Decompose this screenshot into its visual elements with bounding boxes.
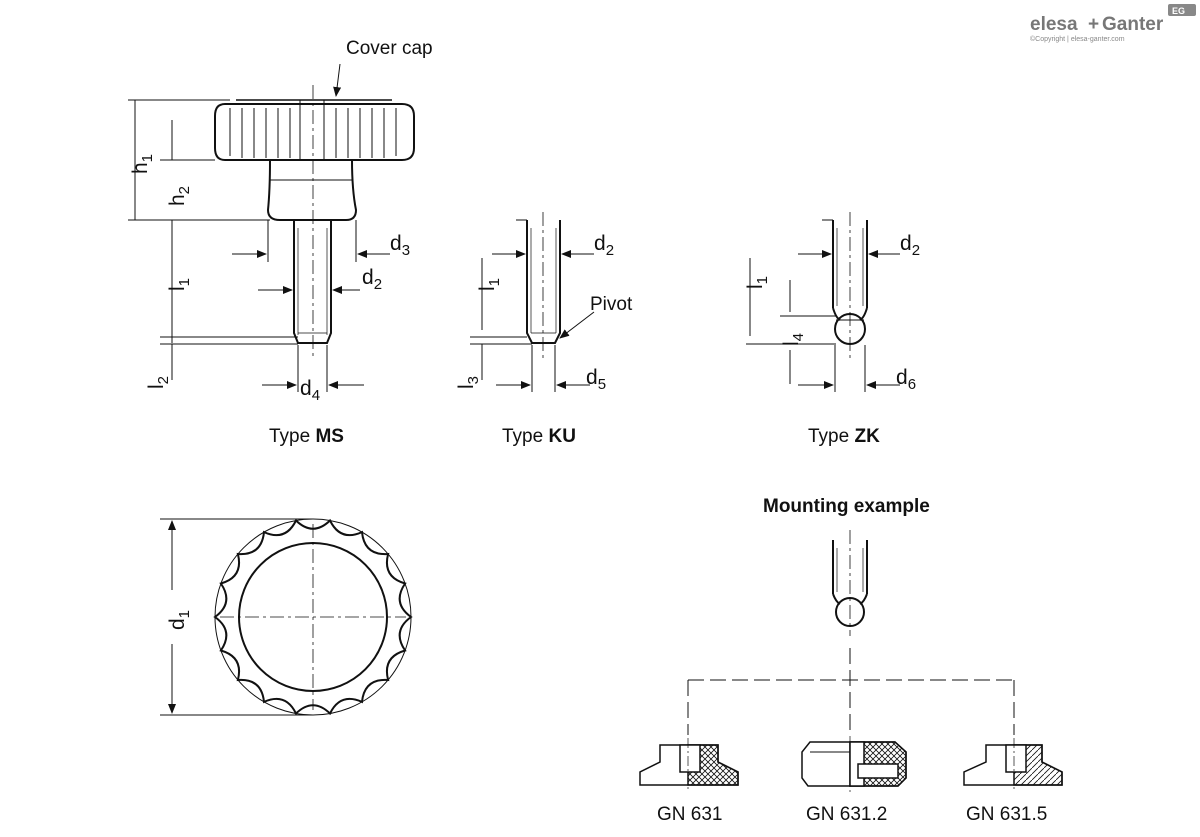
mounting-pin <box>832 530 868 636</box>
dim-h1: h1 <box>129 154 156 174</box>
mounting-connector-lines <box>687 648 1015 735</box>
dim-d3: d3 <box>390 232 410 259</box>
gn-631-2-label: GN 631.2 <box>806 804 887 825</box>
knob-details <box>229 85 397 360</box>
dim-d4: d4 <box>300 377 320 404</box>
ms-dimension-labels: Cover cap h1 h2 l1 l2 d3 d2 d4 <box>129 38 433 404</box>
corner-badge-icon <box>1168 4 1196 16</box>
dim-l1-ms: l1 <box>166 278 193 291</box>
d1-dimension <box>160 518 313 716</box>
dim-l2: l2 <box>145 376 172 389</box>
dim-d2-zk: d2 <box>900 232 920 259</box>
corner-badge-text: EG <box>1172 6 1185 16</box>
dim-d6: d6 <box>896 366 916 393</box>
type-captions: Type MS Type KU Type ZK <box>269 426 880 447</box>
dim-l1-ku: l1 <box>476 278 503 291</box>
mounting-example-title: Mounting example <box>763 496 930 517</box>
dim-l3: l3 <box>455 376 482 389</box>
dim-d2-ms: d2 <box>362 266 382 293</box>
logo-plus: + <box>1088 14 1099 35</box>
gn-631-2-part <box>801 736 907 792</box>
dim-l1-zk: l1 <box>744 276 771 289</box>
ku-dimension-labels: d2 Pivot l1 l3 d5 <box>455 232 633 393</box>
dim-d1: d1 <box>166 610 193 630</box>
knob-top-view <box>213 518 413 716</box>
type-ku-caption: Type KU <box>502 426 576 447</box>
gn-631-5-part <box>963 738 1063 790</box>
type-ku-pin <box>526 212 561 360</box>
copyright-text: ©Copyright | elesa-ganter.com <box>1030 35 1125 43</box>
ku-dimension-lines <box>470 219 595 392</box>
type-zk-caption: Type ZK <box>808 426 880 447</box>
zk-dimension-labels: d2 l1 l4 d6 <box>744 232 920 393</box>
ms-dimension-lines <box>128 63 390 392</box>
zk-dimension-lines <box>746 219 900 392</box>
pivot-label: Pivot <box>590 294 633 315</box>
dim-d5: d5 <box>586 366 606 393</box>
type-zk-pin <box>832 212 868 360</box>
logo-text-ganter: Ganter <box>1102 14 1164 35</box>
gn-631-label: GN 631 <box>657 804 722 825</box>
cover-cap-label: Cover cap <box>346 38 433 59</box>
gn-631-part <box>639 738 739 790</box>
gn-631-5-label: GN 631.5 <box>966 804 1047 825</box>
dim-d2-ku: d2 <box>594 232 614 259</box>
dim-l4: l4 <box>780 333 807 346</box>
dim-h2: h2 <box>166 186 193 206</box>
logo-text-elesa: elesa <box>1030 14 1078 35</box>
type-ms-caption: Type MS <box>269 426 344 447</box>
mounting-part-labels: GN 631 GN 631.2 GN 631.5 <box>657 804 1047 825</box>
brand-logo: elesa + Ganter EG ©Copyright | elesa-gan… <box>1030 4 1196 43</box>
